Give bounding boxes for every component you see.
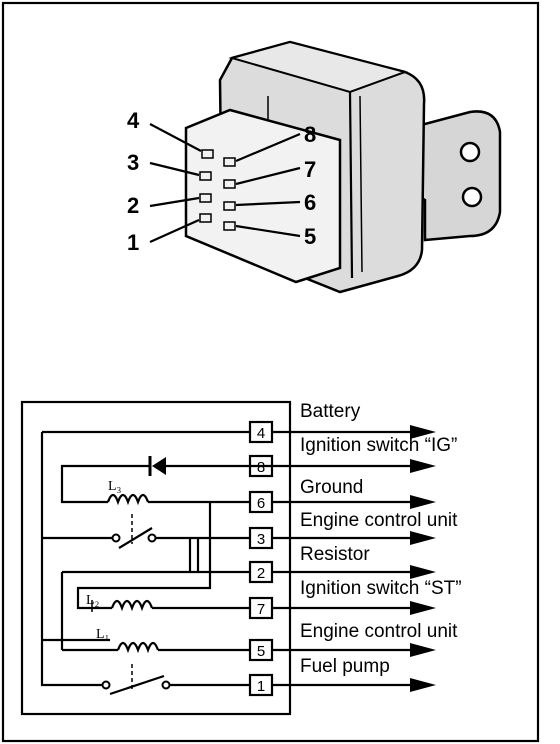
arrow-head	[410, 425, 436, 439]
coil-l2	[110, 599, 154, 612]
arrow-head	[410, 643, 436, 657]
pin-slot	[199, 213, 212, 223]
leader-pin-4	[149, 123, 202, 152]
terminal-number: 7	[257, 601, 265, 618]
arrow-head	[410, 495, 436, 509]
pin-label-6: 6	[304, 190, 316, 215]
terminal-4: 4 Battery	[248, 401, 436, 444]
terminal-label: Engine control unit	[300, 621, 458, 642]
terminal-number: 5	[257, 643, 265, 660]
leader-pin-7	[235, 166, 301, 186]
terminal-3: 3 Engine control unit	[248, 510, 458, 550]
pin-label-4: 4	[127, 108, 140, 133]
wire	[60, 464, 150, 504]
diode-symbol	[152, 457, 166, 475]
relay-housing-box	[20, 400, 292, 716]
arrow-head	[410, 601, 436, 615]
pin-label-3: 3	[127, 150, 139, 175]
leader-pin-2	[149, 196, 200, 208]
relay-top-face	[228, 40, 409, 94]
terminal-number: 6	[257, 495, 265, 512]
pin-slot	[199, 171, 212, 181]
connector-face	[184, 108, 342, 284]
pin-label-7: 7	[304, 157, 316, 182]
circuit-schematic: L₃ L₂ L₁	[20, 400, 292, 716]
bracket-hole	[459, 141, 481, 163]
leader-pin-3	[149, 161, 200, 177]
switch-contact	[147, 533, 157, 543]
outer-frame	[1, 1, 540, 743]
arrow-head	[410, 565, 436, 579]
relay-illustration: 4 3 2 1 8 7 6 5	[127, 40, 502, 294]
relay-edge	[348, 91, 354, 279]
switch-arm	[109, 674, 165, 696]
switch-contact	[161, 680, 171, 690]
coil-l3	[106, 493, 150, 506]
pin-label-2: 2	[127, 193, 139, 218]
pin-label-8: 8	[304, 122, 316, 147]
switch-contact	[101, 680, 111, 690]
terminal-number: 1	[257, 678, 265, 695]
terminal-number: 4	[257, 425, 265, 442]
pin-slot	[199, 193, 212, 203]
coil-label-l1: L₁	[96, 627, 109, 642]
terminal-label: Fuel pump	[300, 656, 390, 677]
bracket-hole	[461, 186, 483, 208]
terminal-7: 7 Ignition switch “ST”	[248, 578, 462, 620]
terminal-label: Resistor	[300, 544, 370, 565]
mounting-bracket	[408, 110, 502, 242]
terminal-number: 8	[257, 459, 265, 476]
arrow-head	[410, 459, 436, 473]
left-pin-slots	[199, 149, 214, 223]
terminal-2: 2 Resistor	[248, 544, 436, 584]
pin-slot	[223, 221, 236, 231]
pin-label-5: 5	[304, 224, 316, 249]
wire	[40, 432, 102, 687]
pin-label-1: 1	[127, 230, 139, 255]
pin-slot	[223, 157, 236, 167]
leader-pin-6	[235, 200, 301, 207]
pin-slot	[223, 179, 236, 189]
right-pin-slots	[223, 157, 236, 231]
terminal-label: Ignition switch “ST”	[300, 578, 462, 599]
leader-pin-1	[149, 218, 200, 244]
arrow-head	[410, 531, 436, 545]
terminal-label: Ignition switch “IG”	[300, 435, 457, 456]
terminal-1: 1 Fuel pump	[248, 656, 436, 697]
switch-contact	[111, 533, 121, 543]
coil-label-l3: L₃	[108, 479, 122, 494]
terminal-label: Ground	[300, 477, 363, 498]
terminal-8: 8 Ignition switch “IG”	[248, 435, 457, 478]
terminal-list: 4 Battery 8 Ignition switch “IG” 6 Groun…	[248, 401, 462, 697]
pin-slot	[201, 149, 214, 159]
coil-label-l2: L₂	[86, 593, 100, 608]
switch-arm	[118, 527, 153, 549]
leader-pin-8	[235, 132, 301, 163]
terminal-label: Engine control unit	[300, 510, 458, 531]
relay-edge	[359, 95, 363, 273]
terminal-label: Battery	[300, 401, 361, 422]
terminal-number: 3	[257, 531, 265, 548]
coil-l1	[116, 641, 160, 654]
arrow-head	[410, 678, 436, 692]
pin-slot	[223, 201, 236, 211]
terminal-6: 6 Ground	[248, 477, 436, 514]
terminal-5: 5 Engine control unit	[248, 621, 458, 662]
wire	[76, 502, 212, 610]
terminal-number: 2	[257, 565, 265, 582]
leader-pin-5	[235, 224, 301, 238]
